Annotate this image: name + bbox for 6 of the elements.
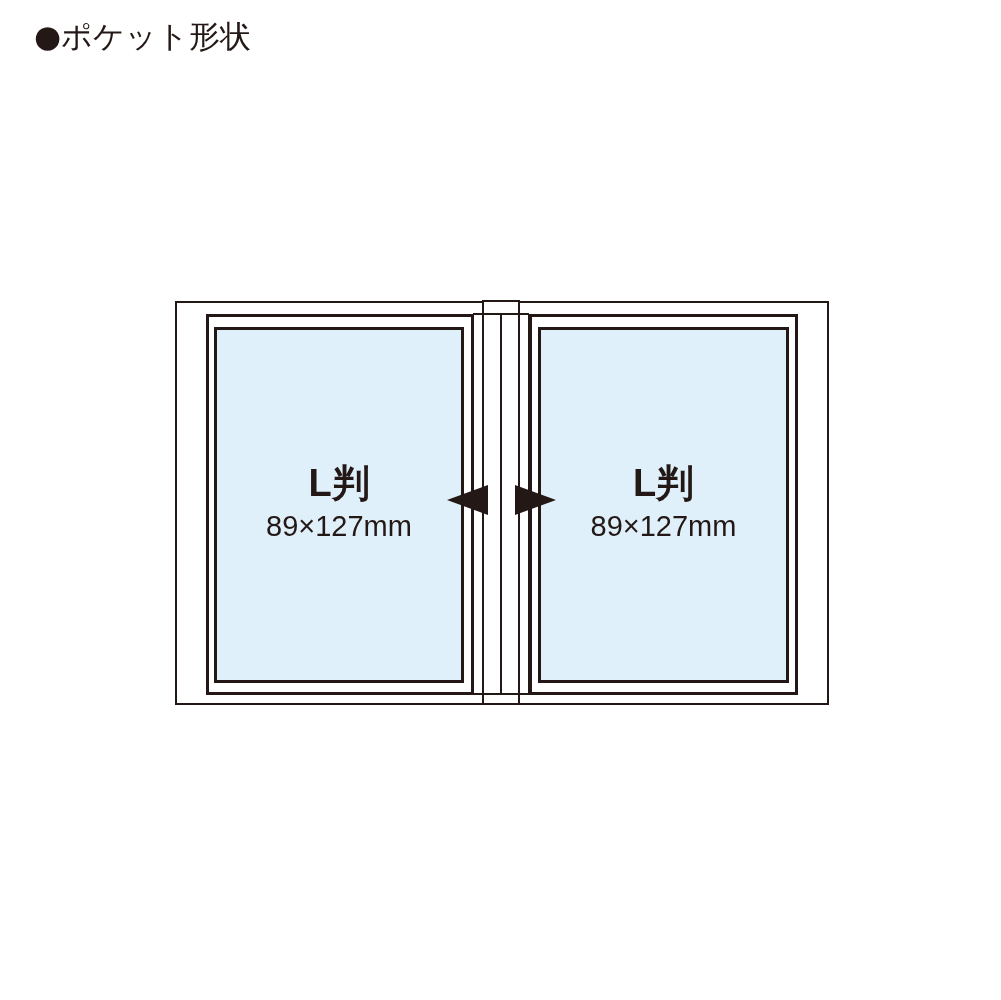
heading: ●ポケット形状 xyxy=(34,17,252,56)
size-name: L判 xyxy=(631,461,696,506)
size-name: L判 xyxy=(307,461,371,506)
album-outline xyxy=(175,301,829,705)
size-dimensions: 89×127mm xyxy=(265,510,413,543)
size-dimensions: 89×127mm xyxy=(589,510,738,543)
